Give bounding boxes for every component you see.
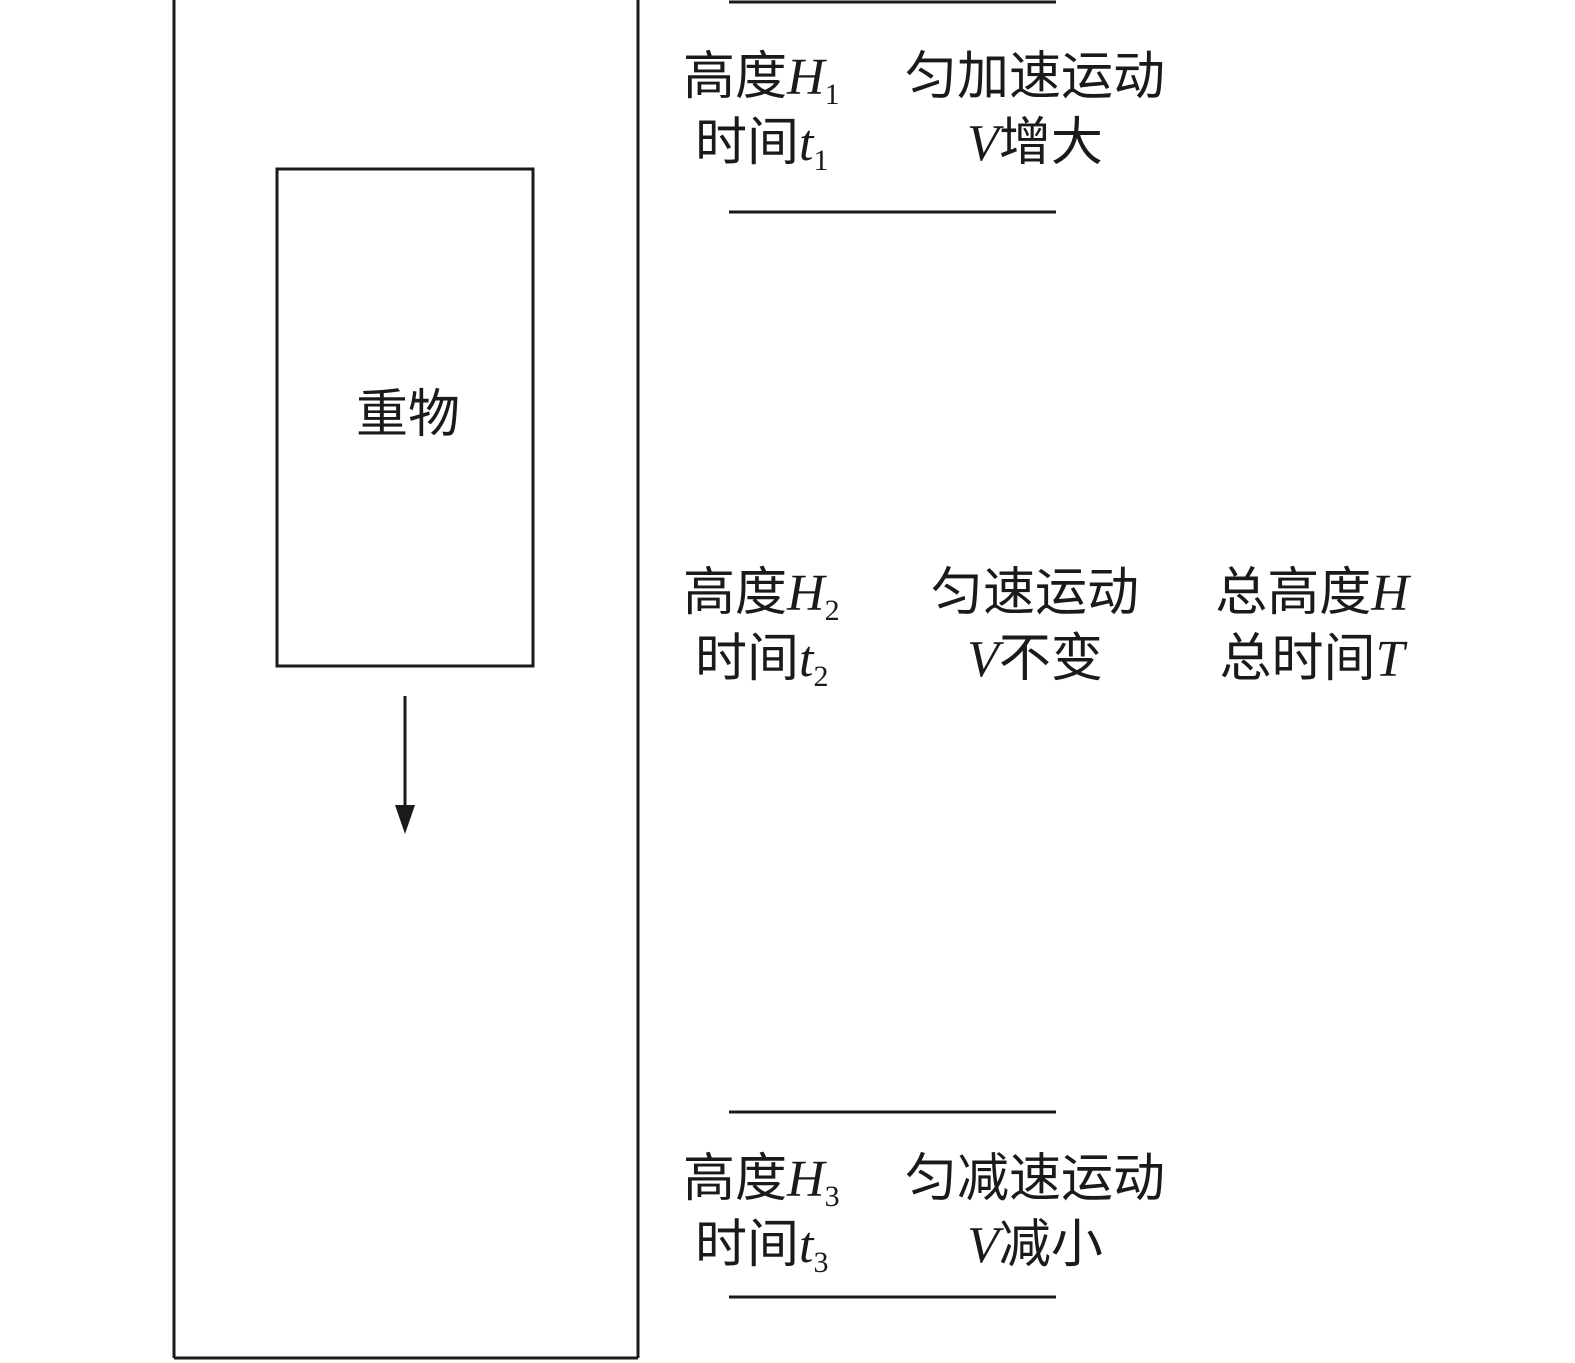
segment-3-velocity: V减小	[967, 1215, 1103, 1275]
segment-3-motion: 匀减速运动	[905, 1149, 1165, 1209]
weight-box	[275, 167, 535, 668]
motion-arrow-head	[395, 805, 415, 834]
segment-3-time: 时间t3	[695, 1215, 828, 1279]
total-height: 总高度H	[1215, 563, 1411, 623]
segment-2-height: 高度H2	[683, 563, 840, 627]
weight-label: 重物	[356, 385, 460, 445]
segment-1-time: 时间t1	[695, 113, 828, 177]
segment-2-time: 时间t2	[695, 629, 828, 693]
total-time: 总时间T	[1220, 629, 1408, 689]
segment-1-height: 高度H1	[683, 47, 840, 111]
segment-1-velocity: V增大	[967, 113, 1103, 173]
segment-2-velocity: V不变	[967, 629, 1103, 689]
segment-1-motion: 匀加速运动	[905, 47, 1165, 107]
segment-3-height: 高度H3	[683, 1149, 840, 1213]
segment-2-motion: 匀速运动	[931, 563, 1139, 623]
